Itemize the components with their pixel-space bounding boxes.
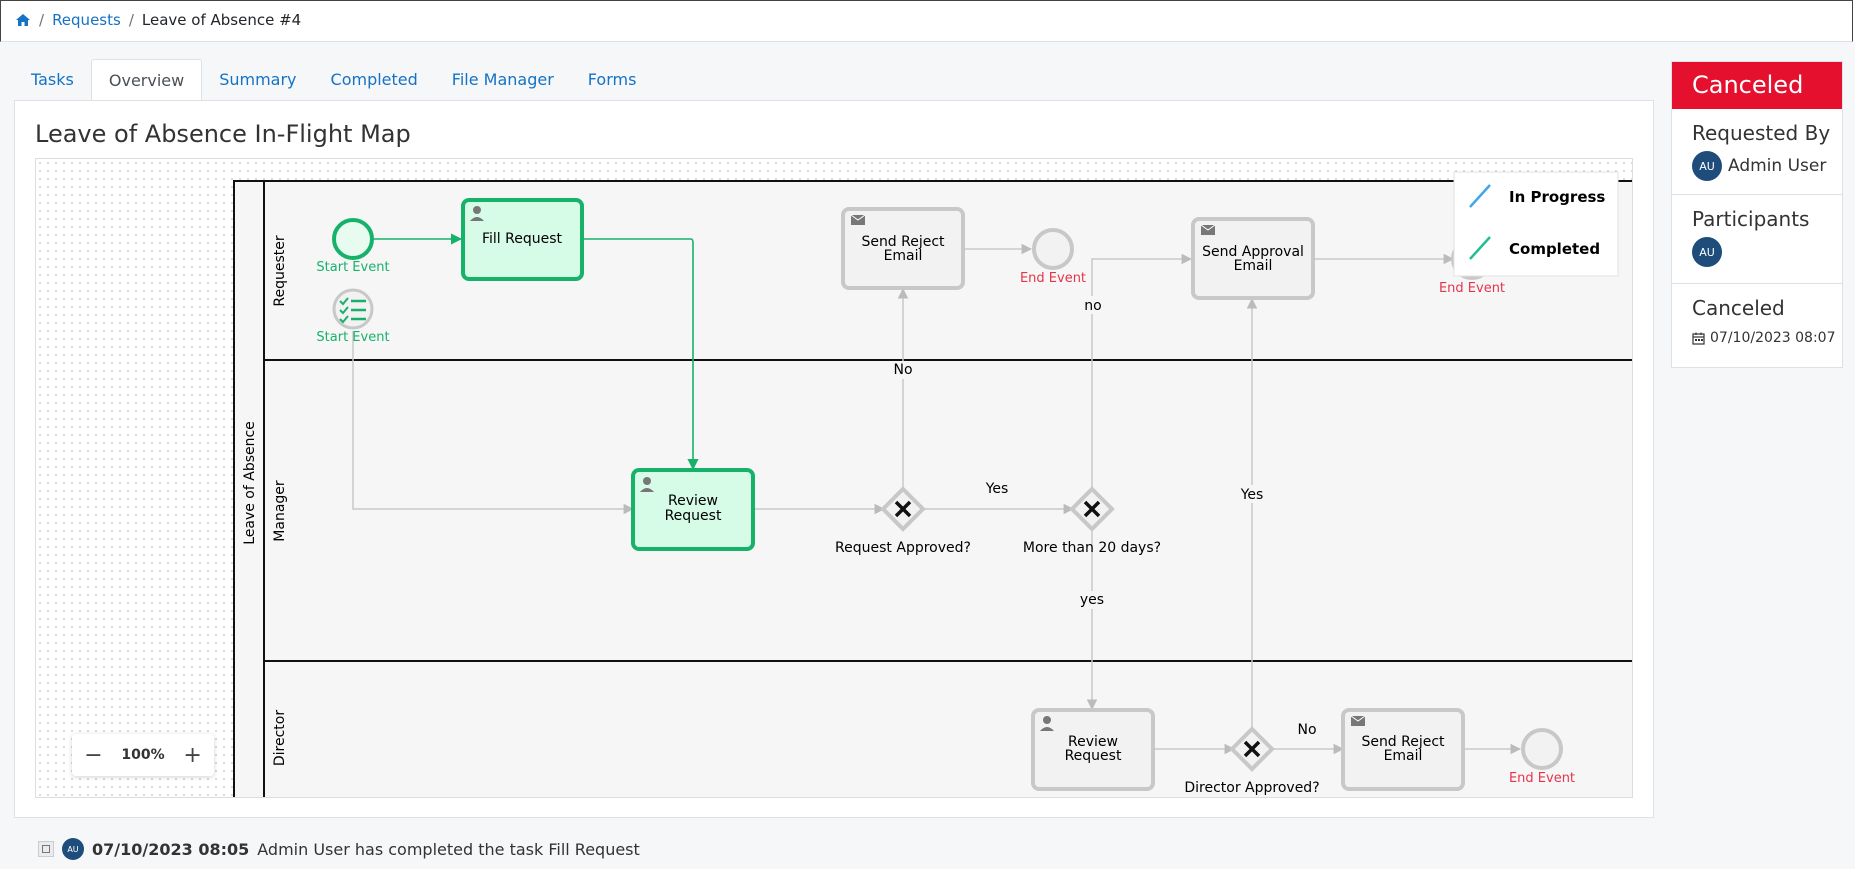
task-send-reject-email[interactable]: Send Reject Email <box>1341 708 1465 791</box>
participants-label: Participants <box>1692 207 1810 231</box>
breadcrumb-separator: / <box>128 11 134 29</box>
svg-text:Request: Request <box>1065 748 1122 764</box>
requested-by-label: Requested By <box>1692 121 1831 145</box>
svg-text:Email: Email <box>1234 258 1273 274</box>
avatar[interactable]: AU <box>1692 237 1722 267</box>
lane-label-requester: Requester <box>272 235 288 306</box>
end-event[interactable] <box>1521 728 1563 770</box>
svg-text:Send Reject: Send Reject <box>861 234 945 250</box>
end-event[interactable] <box>1032 228 1074 270</box>
flow-label-yes: Yes <box>985 481 1009 497</box>
task-fill-request[interactable]: Fill Request <box>461 198 584 281</box>
envelope-icon <box>1200 224 1216 235</box>
flow <box>352 331 635 515</box>
user-icon <box>1040 716 1054 731</box>
flow-label-bg <box>891 361 915 379</box>
breadcrumb: / Requests / Leave of Absence #4 <box>15 11 301 29</box>
legend-in-progress: In Progress <box>1509 188 1605 206</box>
tab-summary[interactable]: Summary <box>219 70 297 89</box>
user-icon <box>640 477 654 492</box>
task-review-request-director[interactable]: Review Request <box>1031 708 1155 791</box>
gateway-more-than-20-days[interactable] <box>1069 486 1115 532</box>
tab-file-manager[interactable]: File Manager <box>451 70 554 89</box>
breadcrumb-requests-link[interactable]: Requests <box>52 11 121 29</box>
zoom-in-button[interactable]: + <box>183 742 202 768</box>
lane-label-director: Director <box>272 710 288 766</box>
completed-swatch <box>1469 236 1491 260</box>
avatar[interactable]: AU <box>62 838 84 860</box>
pool-label: Leave of Absence <box>242 421 258 545</box>
zoom-out-button[interactable]: − <box>84 742 103 768</box>
legend-completed: Completed <box>1509 240 1600 258</box>
task-send-reject-email[interactable]: Send Reject Email <box>841 207 965 290</box>
zoom-control: − 100% + <box>72 734 214 776</box>
tab-overview[interactable]: Overview <box>90 59 203 100</box>
svg-text:Fill Request: Fill Request <box>482 231 563 247</box>
tab-tasks[interactable]: Tasks <box>31 70 74 89</box>
svg-text:Request: Request <box>665 508 722 524</box>
user-icon <box>470 206 484 221</box>
participants-section: Participants AU <box>1672 195 1842 284</box>
top-bar: / Requests / Leave of Absence #4 <box>0 0 1853 42</box>
end-event-label: End Event <box>1439 281 1505 296</box>
map-title: Leave of Absence In-Flight Map <box>35 120 411 148</box>
request-sidebar: Canceled Requested By AU Admin User Part… <box>1671 61 1843 368</box>
home-icon[interactable] <box>15 13 31 27</box>
gateway-label: Director Approved? <box>1184 780 1319 796</box>
flow-label-no: no <box>1084 298 1101 314</box>
envelope-icon <box>850 214 866 225</box>
flow-label-yes: yes <box>1080 592 1104 608</box>
end-event-label: End Event <box>1020 271 1086 286</box>
flow-label-bg <box>1237 485 1267 503</box>
requested-by-name: Admin User <box>1728 156 1827 176</box>
tab-bar: Tasks Overview Summary Completed File Ma… <box>14 59 653 100</box>
end-event-label: End Event <box>1509 771 1575 786</box>
flow-label-yes: Yes <box>1240 487 1264 503</box>
status-badge: Canceled <box>1672 62 1842 109</box>
canceled-section: Canceled 07/10/2023 08:07 <box>1672 284 1842 367</box>
flow-label-no: No <box>893 362 912 378</box>
svg-text:Send Approval: Send Approval <box>1202 244 1304 260</box>
svg-text:Email: Email <box>884 248 923 264</box>
flow-label-no: No <box>1297 722 1316 738</box>
task-send-approval-email[interactable]: Send Approval Email <box>1191 217 1315 300</box>
task-review-request-manager[interactable]: Review Request <box>631 468 755 551</box>
process-map-canvas[interactable]: Leave of Absence Requester Manager Direc… <box>35 158 1633 798</box>
flow-label-bg <box>1083 296 1103 314</box>
zoom-level: 100% <box>121 747 165 763</box>
lane-label-manager: Manager <box>272 480 288 542</box>
log-entry-icon <box>38 841 54 857</box>
completed-flow <box>583 238 699 471</box>
tab-completed[interactable]: Completed <box>330 70 418 89</box>
log-text: Admin User has completed the task Fill R… <box>257 839 640 859</box>
gateway-request-approved[interactable] <box>880 486 926 532</box>
svg-text:Review: Review <box>668 493 718 509</box>
checklist-icon <box>339 297 366 324</box>
svg-text:Send Reject: Send Reject <box>1361 734 1445 750</box>
requested-by-section: Requested By AU Admin User <box>1672 109 1842 195</box>
svg-text:Review: Review <box>1068 734 1118 750</box>
gateway-label: Request Approved? <box>835 540 971 556</box>
canceled-date: 07/10/2023 08:07 <box>1710 330 1836 346</box>
canceled-label: Canceled <box>1692 296 1785 320</box>
flow <box>1091 253 1193 491</box>
flow-label-bg <box>1075 591 1109 609</box>
gateway-label: More than 20 days? <box>1023 540 1161 556</box>
start-event-label: Start Event <box>316 330 389 345</box>
log-timestamp: 07/10/2023 08:05 <box>92 839 250 859</box>
breadcrumb-current: Leave of Absence #4 <box>141 11 302 29</box>
gateway-director-approved[interactable] <box>1229 726 1275 772</box>
activity-log-entry: AU 07/10/2023 08:05 Admin User has compl… <box>38 838 640 860</box>
process-diagram: Leave of Absence Requester Manager Direc… <box>233 171 1632 797</box>
calendar-icon <box>1692 332 1705 345</box>
legend: In Progress Completed <box>1453 171 1619 277</box>
start-event[interactable] <box>332 218 374 260</box>
breadcrumb-separator: / <box>39 11 45 29</box>
svg-text:Email: Email <box>1384 748 1423 764</box>
start-event-label: Start Event <box>316 260 389 275</box>
envelope-icon <box>1350 715 1366 726</box>
in-progress-swatch <box>1469 184 1491 208</box>
avatar[interactable]: AU <box>1692 151 1722 181</box>
tab-forms[interactable]: Forms <box>587 70 637 89</box>
